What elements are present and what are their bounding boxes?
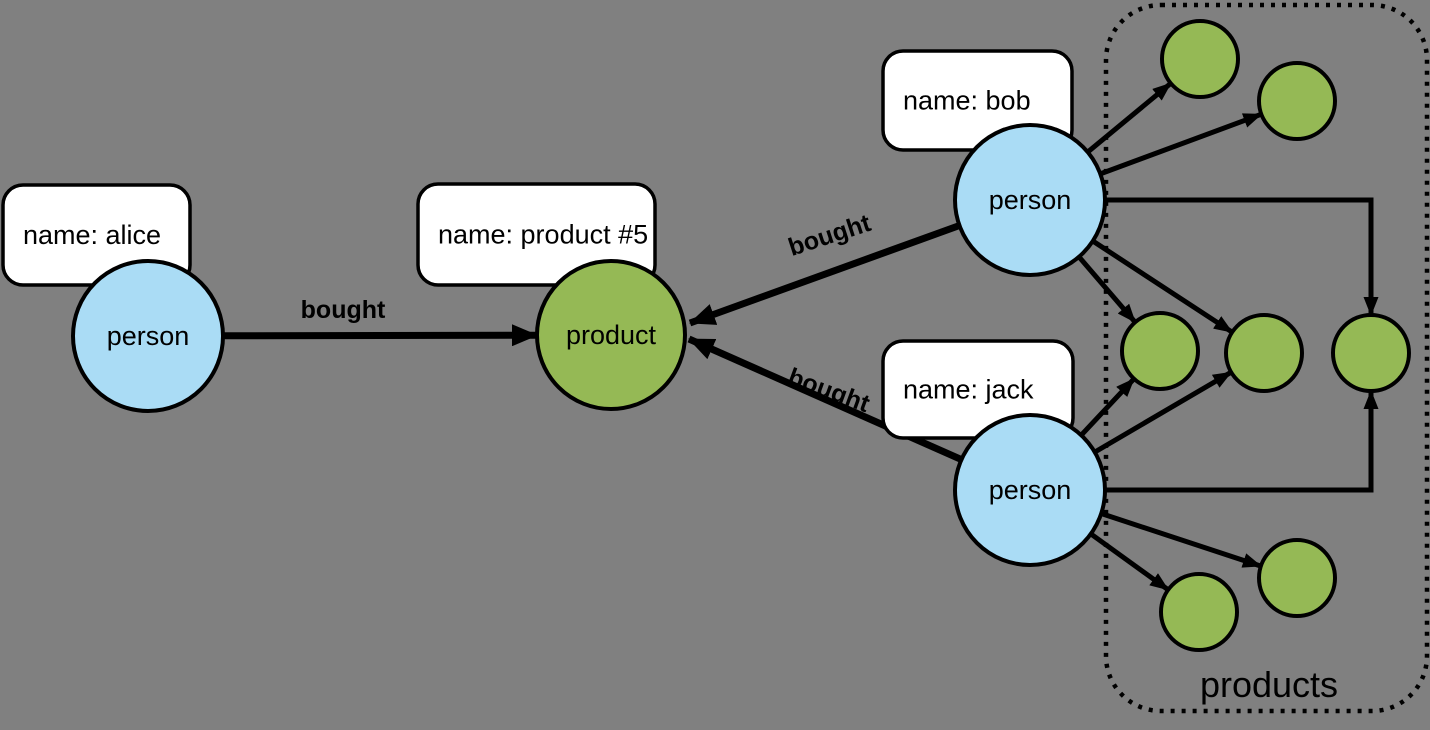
node-product-p1 bbox=[1160, 19, 1240, 99]
edge-arrow-bob-p3 bbox=[1077, 255, 1138, 324]
node-product-p4 bbox=[1224, 313, 1304, 393]
node-label-bob: person bbox=[989, 185, 1072, 215]
edge-label-bought-jack: bought bbox=[784, 363, 874, 419]
node-person-alice bbox=[71, 259, 225, 413]
edge-arrow-alice-product5 bbox=[222, 324, 538, 347]
edge-arrow-jack-p7 bbox=[1100, 511, 1262, 569]
node-product-p5 bbox=[1331, 313, 1411, 393]
edge-arrow-jack-p3 bbox=[1079, 377, 1136, 437]
node-label-product5: product bbox=[566, 320, 657, 350]
products-group-label: products bbox=[1200, 664, 1338, 705]
products-group-box bbox=[1103, 2, 1430, 714]
property-box-label-alice: name: alice bbox=[23, 220, 161, 250]
node-product-p6 bbox=[1159, 572, 1239, 652]
property-box-product5 bbox=[416, 182, 657, 287]
property-box-label-jack: name: jack bbox=[903, 375, 1034, 405]
node-product-p7 bbox=[1257, 538, 1337, 618]
edge-label-bought-bob: bought bbox=[785, 209, 875, 262]
products-group-layer bbox=[1103, 2, 1430, 714]
edges-layer bbox=[222, 81, 1379, 592]
node-person-jack bbox=[953, 413, 1107, 567]
property-boxes-layer: name: alice name: product #5 name: bob name… bbox=[1, 49, 1075, 440]
node-label-jack: person bbox=[989, 475, 1072, 505]
edge-label-bought-alice: bought bbox=[301, 296, 386, 324]
edge-arrow-bob-p4 bbox=[1091, 238, 1234, 335]
edge-arrow-jack-p4 bbox=[1093, 370, 1233, 455]
node-product-p3 bbox=[1120, 311, 1200, 391]
node-person-bob bbox=[953, 123, 1107, 277]
edge-arrow-bob-p2 bbox=[1099, 111, 1263, 177]
edge-arrow-jack-p6 bbox=[1089, 531, 1170, 592]
edge-arrow-jack-p5 bbox=[1105, 390, 1379, 493]
node-product-product5 bbox=[535, 259, 687, 411]
property-box-label-bob: name: bob bbox=[903, 86, 1031, 116]
edge-arrow-bob-product5 bbox=[688, 222, 961, 327]
node-label-alice: person bbox=[107, 321, 190, 351]
property-box-label-product5: name: product #5 bbox=[438, 220, 648, 250]
edge-arrow-bob-p1 bbox=[1086, 81, 1173, 155]
node-product-p2 bbox=[1257, 61, 1337, 141]
nodes-layer: person product person person bbox=[71, 19, 1411, 652]
edge-arrow-bob-p5 bbox=[1105, 197, 1379, 316]
